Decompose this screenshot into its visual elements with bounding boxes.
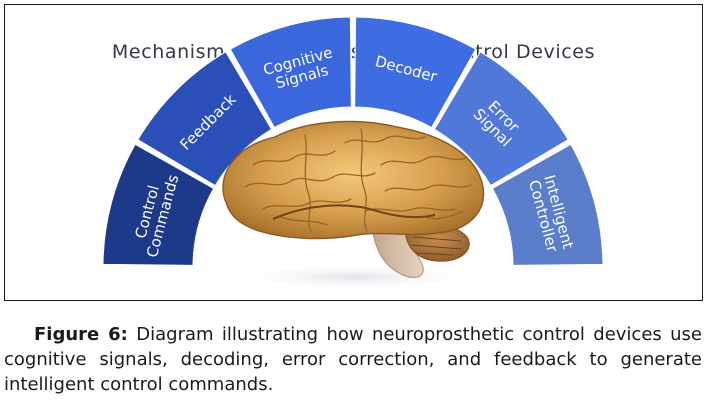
- caption-lead: Figure 6:: [34, 324, 128, 345]
- figure-caption: Figure 6: Diagram illustrating how neuro…: [4, 322, 702, 397]
- brain-illustration: [223, 122, 485, 291]
- figure-frame: Mechanism of Neuroprosthetics Control De…: [4, 4, 703, 301]
